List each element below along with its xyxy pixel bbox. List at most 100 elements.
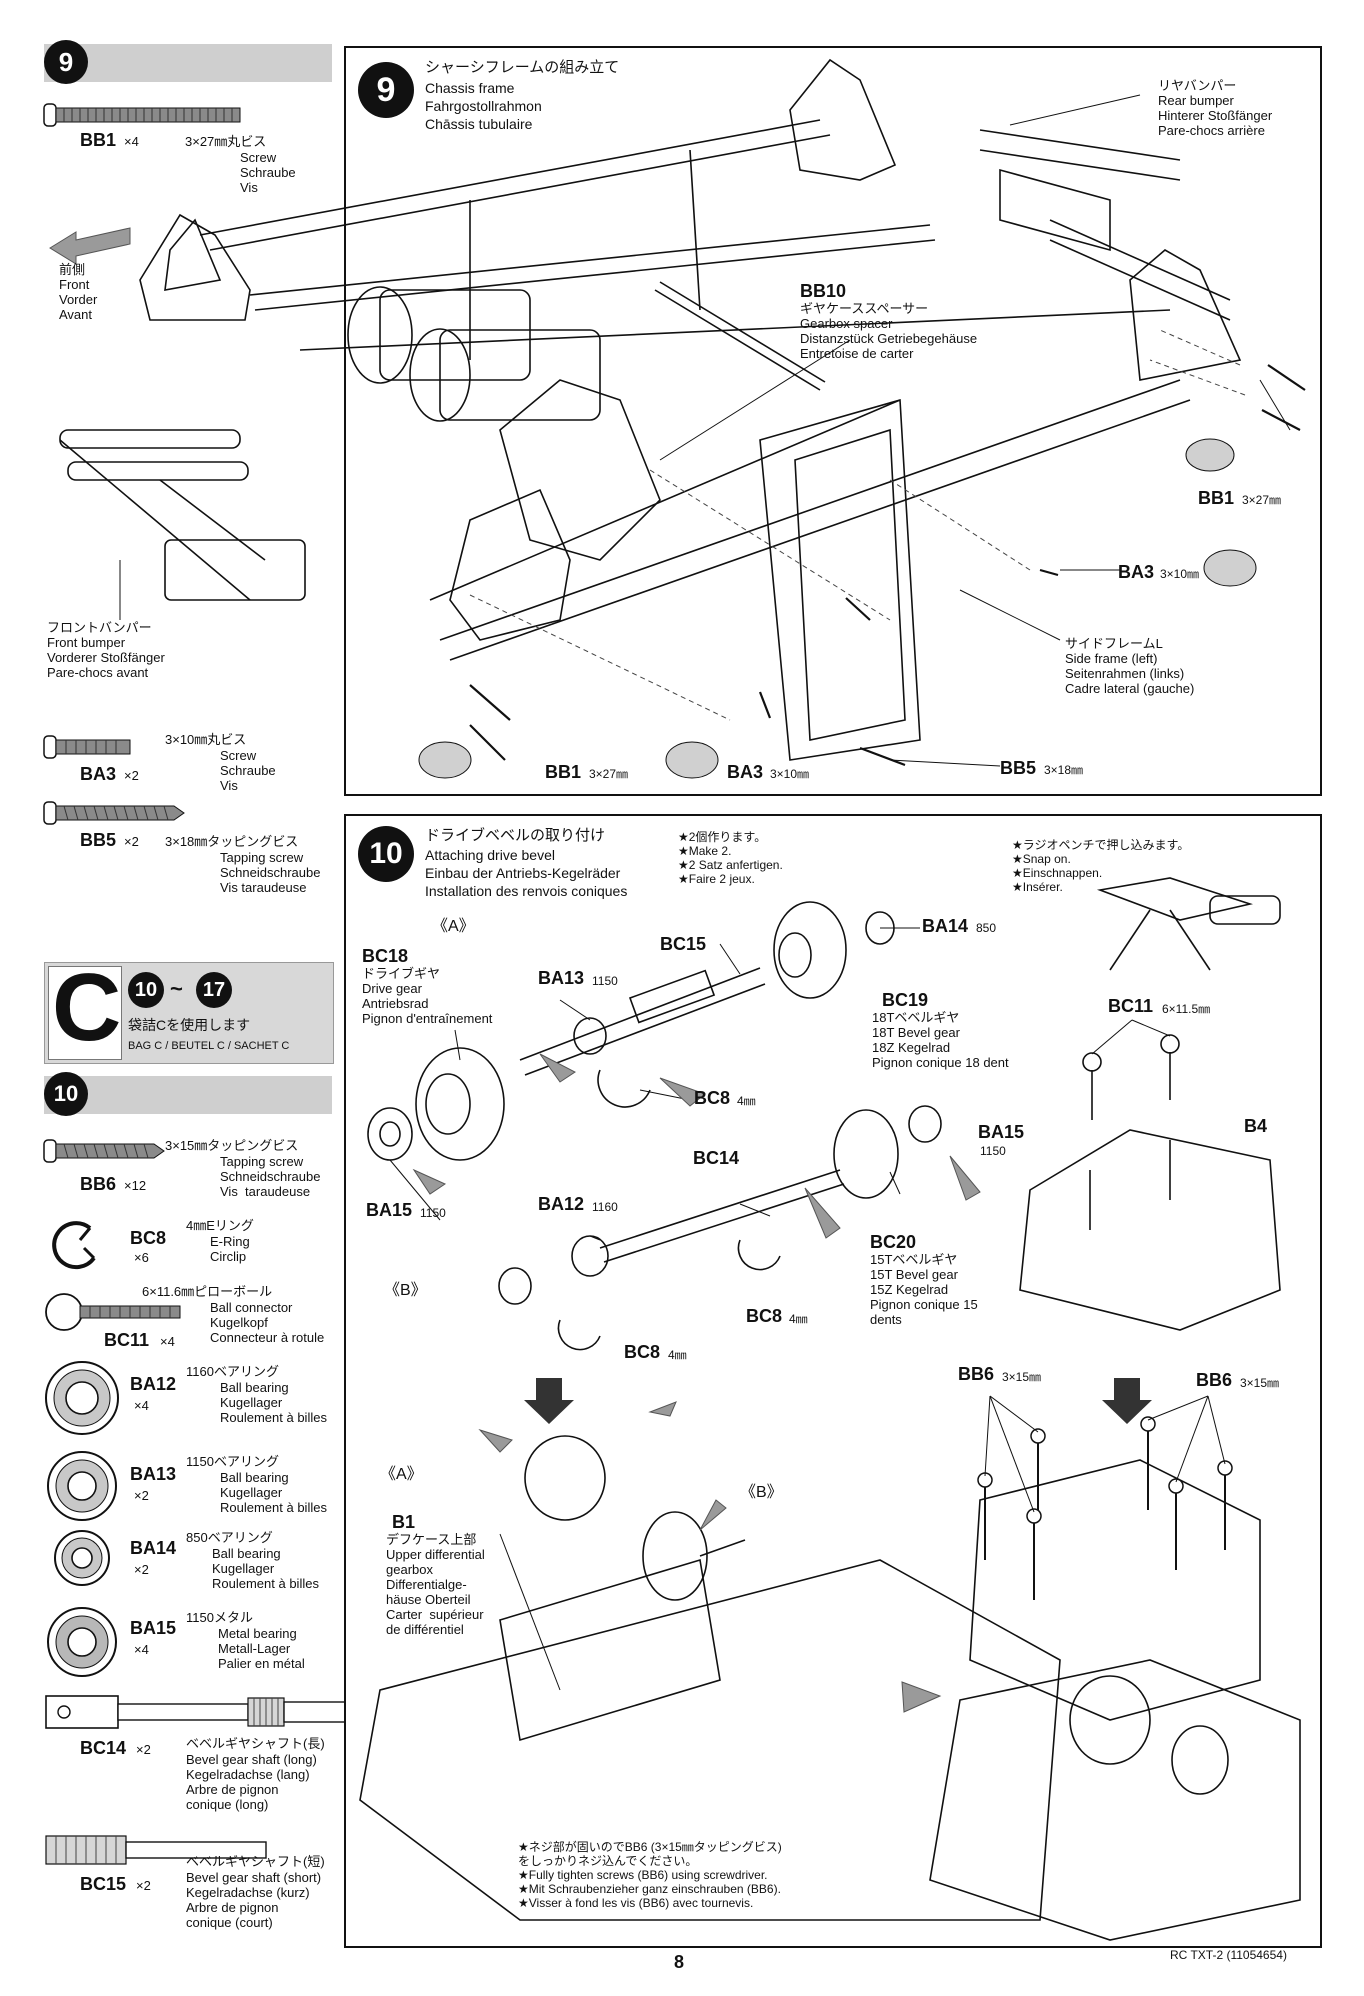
bc15-size: ベベルギヤシャフト(短) [186, 1854, 325, 1869]
ba13-qty: ×2 [134, 1488, 149, 1503]
ba3-bottom-size: 3×10㎜ [770, 767, 810, 781]
step10-title-jp: ドライブベベルの取り付け [425, 827, 606, 844]
step10-title-fr: Installation des renvois coniques [425, 883, 628, 899]
ba3-right-label: BA3 [1118, 562, 1155, 582]
bc8-c-label: BC8 [624, 1342, 661, 1362]
side-frame-label: サイドフレームL Side frame (left) Seitenrahmen … [1065, 636, 1195, 696]
bb6-size: 3×15㎜タッピングビス [165, 1138, 299, 1153]
ba14-code: BA14 [130, 1538, 177, 1558]
bb6-desc: Tapping screw Schneidschraube Vis taraud… [220, 1154, 321, 1199]
bc8-a-size: 4㎜ [737, 1094, 756, 1108]
bb1-desc: Screw Schraube Vis [240, 150, 296, 195]
ba14-label-size: 850 [976, 921, 997, 935]
step10-panel [344, 814, 1322, 1948]
b4-label: B4 [1244, 1116, 1268, 1136]
bc18-desc: ドライブギヤ Drive gear Antriebsrad Pignon d'e… [362, 966, 493, 1026]
bb6-screw-icon [43, 1139, 165, 1163]
snap-note: ★ラジオペンチで押し込みます。 ★Snap on. ★Einschnappen.… [1012, 838, 1190, 894]
bc19-desc: 18Tベベルギヤ 18T Bevel gear 18Z Kegelrad Pig… [872, 1010, 1009, 1070]
ba15-desc: Metal bearing Metall-Lager Palier en mét… [218, 1626, 305, 1671]
ba15-qty: ×4 [134, 1642, 149, 1657]
bc11-qty: ×4 [160, 1334, 175, 1349]
ba14-bearing-icon [54, 1530, 110, 1586]
ba12-bearing-icon [45, 1361, 119, 1435]
ba12-qty: ×4 [134, 1398, 149, 1413]
ba12-label-size: 1160 [592, 1200, 618, 1214]
bb6-code: BB6 [80, 1174, 117, 1194]
ba14-size: 850ベアリング [186, 1530, 273, 1545]
step9-title-jp: シャーシフレームの組み立て [425, 59, 620, 76]
bb6-right-size: 3×15㎜ [1240, 1376, 1280, 1390]
step9-title-en: Chassis frame [425, 80, 515, 96]
bag-text-jp: 袋詰Cを使用します [128, 1017, 251, 1033]
bc11-size: 6×11.6㎜ピローボール [142, 1284, 273, 1299]
step9-number: 9 [58, 46, 74, 77]
ba15-code: BA15 [130, 1618, 177, 1638]
bc14-label: BC14 [693, 1148, 740, 1168]
ba3-screw-icon [43, 735, 131, 759]
group-b2-label: 《B》 [740, 1484, 783, 1501]
ba3-code: BA3 [80, 764, 117, 784]
bag-from-badge: 10 [128, 972, 164, 1008]
step10-badge: 10 [44, 1072, 88, 1116]
ball-connector-icon [45, 1293, 181, 1331]
ba15-left-label: BA15 [366, 1200, 413, 1220]
step9-title-fr: Chāssis tubulaire [425, 116, 533, 132]
bag-to: 17 [202, 978, 226, 1001]
bb10-code: BB10 [800, 281, 847, 301]
b1-desc: デフケース上部 Upper differential gearbox Diffe… [386, 1532, 485, 1637]
bag-to-badge: 17 [196, 972, 232, 1008]
ba3-qty: ×2 [124, 768, 139, 783]
bb1-right-size: 3×27㎜ [1242, 493, 1282, 507]
ba3-size: 3×10㎜丸ビス [165, 732, 247, 747]
step10-title-en: Attaching drive bevel [425, 847, 555, 863]
bc15-qty: ×2 [136, 1878, 151, 1893]
bc18-code: BC18 [362, 946, 409, 966]
step9-title-de: Fahrgostollrahmon [425, 98, 542, 114]
bc20-desc: 15Tベベルギヤ 15T Bevel gear 15Z Kegelrad Pig… [870, 1252, 978, 1327]
step10-panel-badge: 10 [358, 826, 414, 882]
front-arrow-icon [49, 227, 131, 265]
bc15-code: BC15 [80, 1874, 127, 1894]
bc8-size: 4㎜Eリング [186, 1218, 254, 1233]
page-number: 8 [674, 1952, 685, 1972]
step9-header-bar [44, 44, 332, 82]
ba15-right-size: 1150 [980, 1144, 1006, 1158]
bag-c-letter-box [48, 966, 122, 1060]
ba13-label: BA13 [538, 968, 585, 988]
ba13-bearing-icon [47, 1451, 117, 1521]
step9-panel-number: 9 [376, 70, 396, 109]
front-label: 前側 Front Vorder Avant [59, 262, 98, 322]
bb1-qty: ×4 [124, 134, 139, 149]
group-a-label: 《A》 [432, 918, 475, 935]
model-code: RC TXT-2 (11054654) [1170, 1948, 1287, 1962]
step10-title-de: Einbau der Antriebs-Kegelräder [425, 865, 621, 881]
ba14-qty: ×2 [134, 1562, 149, 1577]
bb5-bottom-size: 3×18㎜ [1044, 763, 1084, 777]
ba15-size: 1150メタル [186, 1610, 253, 1625]
bc11-code: BC11 [104, 1330, 150, 1350]
ba15-right-label: BA15 [978, 1122, 1025, 1142]
ba12-code: BA12 [130, 1374, 177, 1394]
bc14-qty: ×2 [136, 1742, 151, 1757]
step10-number: 10 [53, 1081, 79, 1106]
bb5-desc: Tapping screw Schneidschraube Vis taraud… [220, 850, 321, 895]
bb6-qty: ×12 [124, 1178, 147, 1193]
bc15-shaft-icon [45, 1835, 267, 1865]
bc19-code: BC19 [882, 990, 929, 1010]
bc14-desc: Bevel gear shaft (long) Kegelradachse (l… [186, 1752, 317, 1812]
ba13-desc: Ball bearing Kugellager Roulement à bill… [220, 1470, 327, 1515]
step10-header-bar [44, 1076, 332, 1114]
bc14-code: BC14 [80, 1738, 127, 1758]
bag-text-en: BAG C / BEUTEL C / SACHET C [128, 1040, 290, 1052]
e-ring-icon [52, 1221, 96, 1270]
step9-badge: 9 [44, 40, 88, 84]
bc8-b-label: BC8 [746, 1306, 783, 1326]
make2-note: ★2個作ります。 ★Make 2. ★2 Satz anfertigen. ★F… [678, 830, 783, 886]
group-b-label: 《B》 [384, 1282, 427, 1299]
bb1-size: 3×27㎜丸ビス [185, 134, 267, 149]
bag-c-letter: C [52, 954, 122, 1061]
bag-sep: ~ [170, 976, 183, 1001]
ba3-right-size: 3×10㎜ [1160, 567, 1200, 581]
